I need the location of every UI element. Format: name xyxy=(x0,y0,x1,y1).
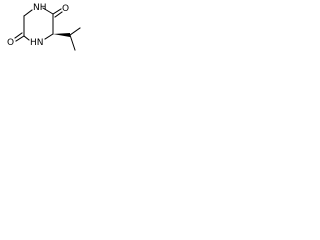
ring-bonds xyxy=(23,7,54,41)
atom-labels: NH O O HN xyxy=(7,3,69,48)
bond-c3-n4 xyxy=(44,33,54,40)
stereo-wedge-bond xyxy=(53,33,70,37)
carbonyl-left-bond-a xyxy=(15,35,25,42)
atom-label-o-right: O xyxy=(62,4,69,14)
carbonyl-right-bond-b xyxy=(54,11,63,18)
atom-label-nh-top: NH xyxy=(33,3,47,13)
carbonyl-right-bond-a xyxy=(52,8,62,15)
bond-n1-c2 xyxy=(42,7,54,15)
atom-label-hn-bottom: HN xyxy=(30,38,44,48)
carbonyl-bonds xyxy=(14,8,63,42)
atom-label-o-left: O xyxy=(7,38,14,48)
carbonyl-left-bond-b xyxy=(14,32,23,39)
bond-n4-c5 xyxy=(23,35,30,41)
bond-c6-n1 xyxy=(23,9,33,17)
isopropyl-group xyxy=(53,27,81,51)
isopropyl-bond-up xyxy=(69,27,81,36)
molecule-structure: NH O O HN xyxy=(7,3,81,51)
isopropyl-bond-down xyxy=(69,34,76,51)
